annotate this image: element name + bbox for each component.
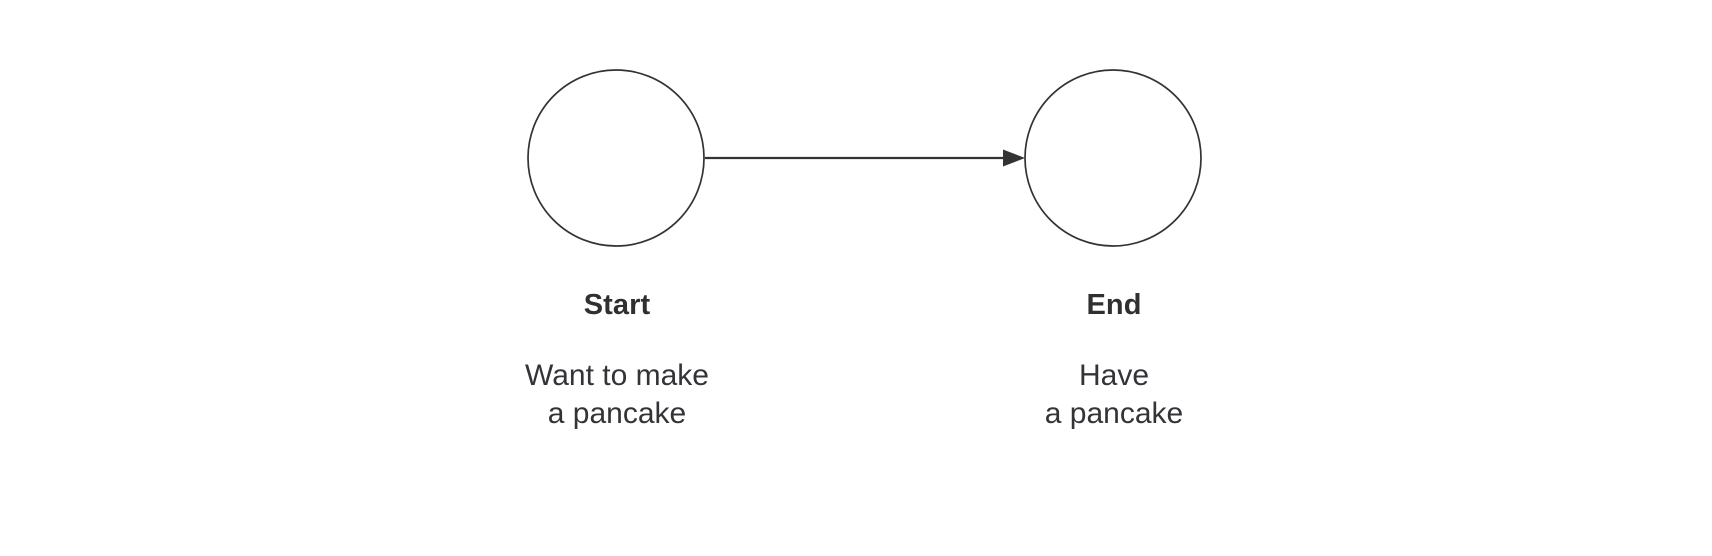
arrowhead-icon (1003, 149, 1025, 167)
node-label-group-start: Start Want to make a pancake (525, 291, 709, 433)
edge-start-to-end[interactable] (705, 149, 1025, 167)
node-description-line: Want to make (525, 359, 709, 392)
node-circle-end[interactable] (1024, 69, 1202, 247)
node-description-line: a pancake (1044, 397, 1184, 430)
node-description-line: Have (1078, 359, 1150, 392)
node-description-end: Have a pancake (1045, 357, 1183, 433)
node-title-end: End (1086, 289, 1142, 321)
node-circle-start[interactable] (527, 69, 705, 247)
node-title-start: Start (583, 289, 651, 321)
node-description-line: a pancake (547, 397, 687, 430)
node-label-group-end: End Have a pancake (1045, 291, 1183, 433)
node-description-start: Want to make a pancake (525, 357, 709, 433)
